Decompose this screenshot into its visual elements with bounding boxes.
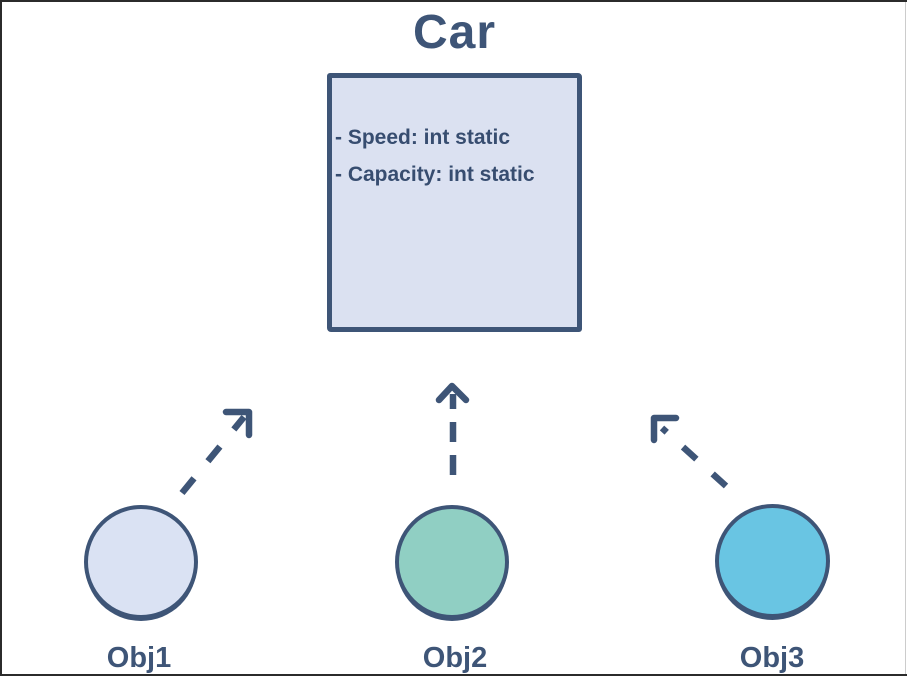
object-circle-obj3 [715,504,830,618]
canvas-right-edge-line [905,2,906,674]
object-circle-obj2 [395,505,509,619]
object-label-obj1: Obj1 [106,642,172,674]
arrow-obj1-to-car-head-icon [222,408,253,439]
class-attribute-speed: - Speed: int static [335,126,511,149]
arrow-obj3-to-car-head-icon [650,414,680,444]
class-box-car: - Speed: int static - Capacity: int stat… [327,73,582,332]
class-attribute-capacity: - Capacity: int static [335,163,535,186]
class-title: Car [412,6,497,59]
object-label-obj2: Obj2 [422,642,488,674]
arrow-obj1-to-car-line [179,414,247,496]
arrow-obj3-to-car-line [659,425,729,489]
object-label-obj3: Obj3 [739,642,805,674]
object-circle-obj1 [84,505,198,619]
arrow-obj2-to-car-head-icon [435,382,470,404]
